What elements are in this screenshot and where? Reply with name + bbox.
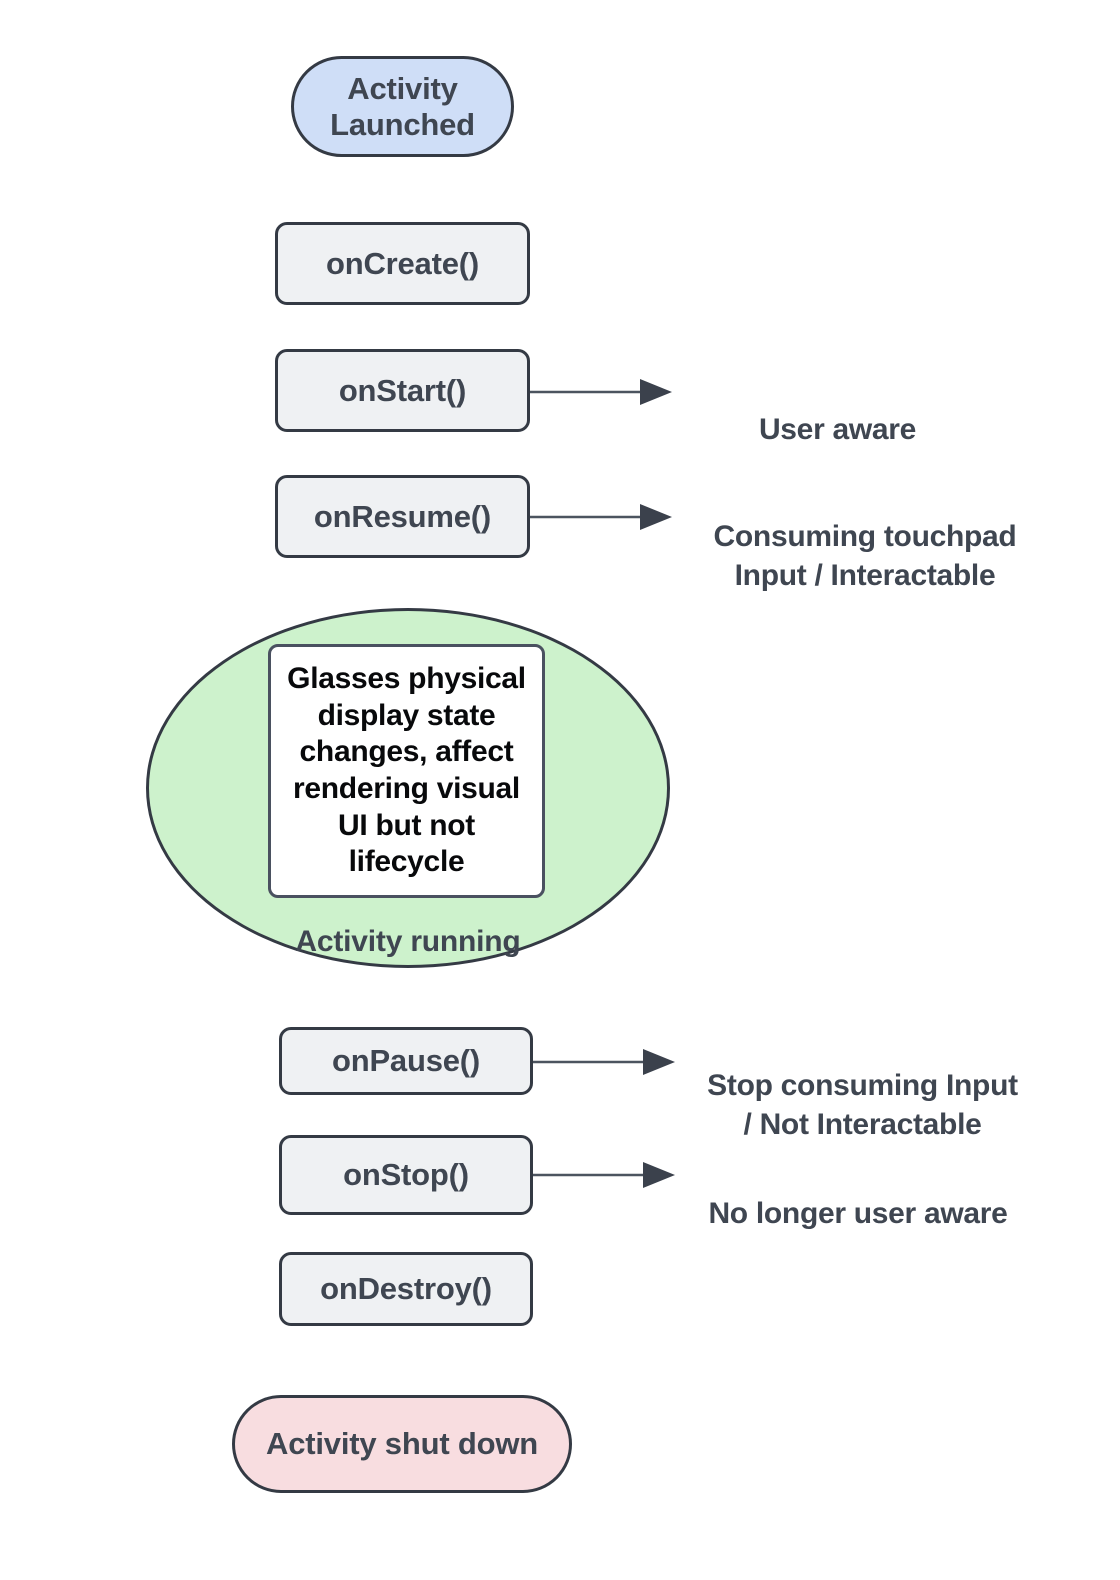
node-on-resume: onResume() <box>275 475 530 558</box>
node-on-destroy-label: onDestroy() <box>320 1271 492 1307</box>
node-on-start: onStart() <box>275 349 530 432</box>
node-on-stop-label: onStop() <box>343 1157 469 1193</box>
node-activity-running-label-wrap: Activity running <box>146 925 670 959</box>
node-on-destroy: onDestroy() <box>279 1252 533 1326</box>
node-on-resume-label: onResume() <box>313 498 492 534</box>
node-activity-launched: Activity Launched <box>291 56 514 157</box>
note-on-start: User aware <box>700 373 975 450</box>
note-on-start-text: User aware <box>758 413 917 447</box>
node-activity-launched-label: Activity Launched <box>330 70 475 142</box>
note-on-stop-text: No longer user aware <box>708 1197 1008 1231</box>
note-glasses-display-state: Glasses physical display state changes, … <box>268 644 545 898</box>
node-on-start-label: onStart() <box>338 372 467 408</box>
arrow-on-resume-to-note <box>530 504 672 530</box>
note-on-resume-text: Consuming touchpad Input / Interactable <box>713 520 1017 592</box>
note-on-resume: Consuming touchpad Input / Interactable <box>695 480 1035 595</box>
note-glasses-display-state-text: Glasses physical display state changes, … <box>287 662 526 879</box>
node-on-create-label: onCreate() <box>325 245 479 281</box>
node-activity-shut-down: Activity shut down <box>232 1395 572 1493</box>
arrow-on-start-to-note <box>530 379 672 405</box>
note-on-stop: No longer user aware <box>693 1157 1023 1234</box>
arrow-on-stop-to-note <box>533 1162 675 1188</box>
node-on-pause: onPause() <box>279 1027 533 1095</box>
note-on-pause-text: Stop consuming Input / Not Interactable <box>707 1069 1018 1141</box>
node-activity-running-label: Activity running <box>295 925 521 958</box>
node-on-pause-label: onPause() <box>331 1043 481 1079</box>
node-activity-shut-down-label: Activity shut down <box>266 1426 538 1462</box>
node-on-create: onCreate() <box>275 222 530 305</box>
arrow-on-pause-to-note <box>533 1049 675 1075</box>
node-on-stop: onStop() <box>279 1135 533 1215</box>
note-on-pause: Stop consuming Input / Not Interactable <box>690 1029 1035 1144</box>
